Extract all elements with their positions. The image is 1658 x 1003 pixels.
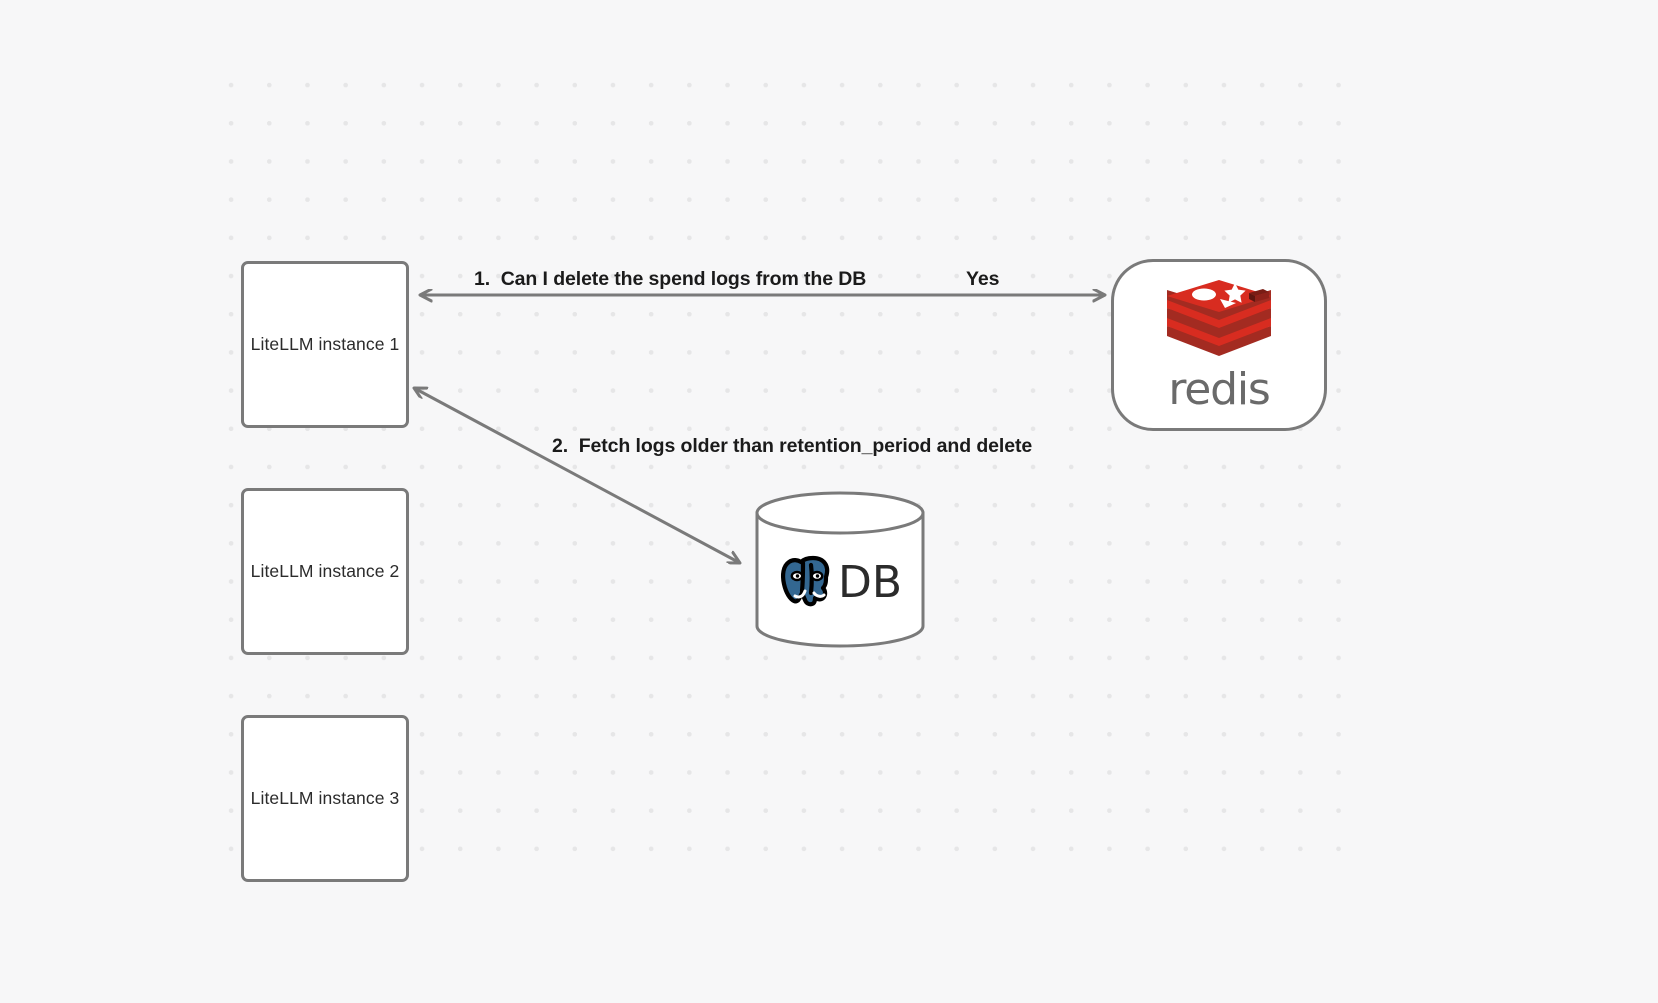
redis-wordmark: redis: [1168, 364, 1270, 415]
node-database[interactable]: DB: [754, 491, 926, 648]
edge-label-step-one: 1. Can I delete the spend logs from the …: [474, 268, 867, 290]
database-label-group: DB: [754, 553, 926, 613]
edge-label-step-two: 2. Fetch logs older than retention_perio…: [552, 435, 1033, 457]
edge-litellm1-database: [414, 388, 740, 563]
node-label: LiteLLM instance 3: [250, 788, 400, 808]
node-litellm-instance-3[interactable]: LiteLLM instance 3: [241, 715, 409, 882]
node-redis[interactable]: redis: [1111, 259, 1327, 431]
cylinder-shape-icon: [755, 491, 925, 648]
postgresql-elephant-icon: [780, 555, 830, 607]
redis-logo-group: redis: [1163, 280, 1275, 412]
redis-logo-icon: [1167, 280, 1271, 356]
edge-label-step-one-reply: Yes: [966, 268, 1000, 290]
node-litellm-instance-2[interactable]: LiteLLM instance 2: [241, 488, 409, 655]
node-label: LiteLLM instance 1: [250, 334, 400, 354]
node-label: LiteLLM instance 2: [250, 561, 400, 581]
database-text: DB: [837, 557, 903, 608]
node-litellm-instance-1[interactable]: LiteLLM instance 1: [241, 261, 409, 428]
